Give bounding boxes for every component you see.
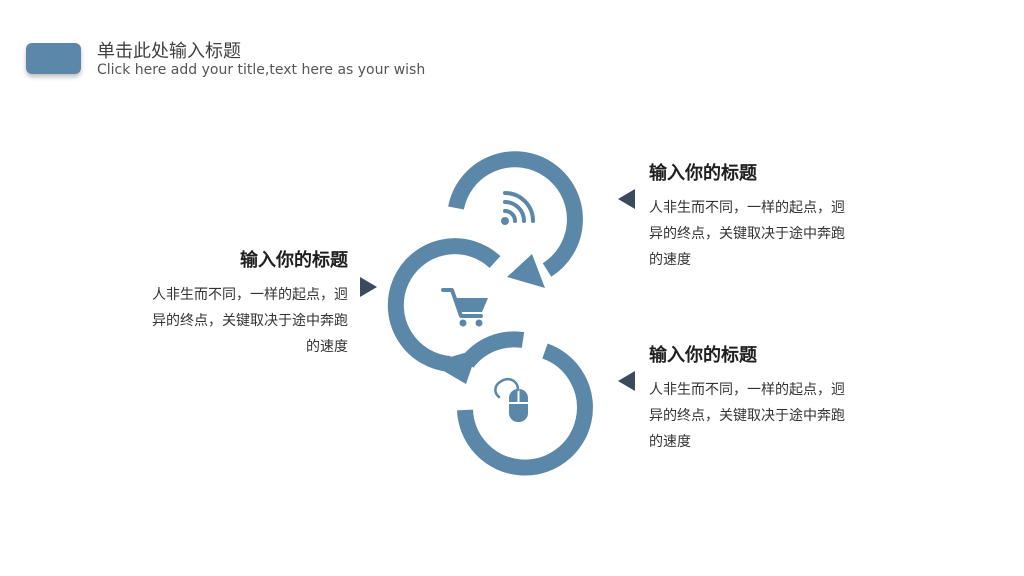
page-subtitle[interactable]: Click here add your title,text here as y… bbox=[97, 62, 426, 78]
block-line: 的速度 bbox=[649, 252, 691, 268]
block-line: 异的终点，关键取决于途中奔跑 bbox=[649, 226, 845, 242]
text-block-right-bottom: 输入你的标题 人非生而不同，一样的起点，迥 异的终点，关键取决于途中奔跑 的速度 bbox=[649, 341, 881, 455]
bottom-ring-arc-lower bbox=[457, 343, 593, 476]
block-title[interactable]: 输入你的标题 bbox=[240, 250, 348, 271]
pointer-left-bottom bbox=[618, 371, 635, 391]
text-block-left: 输入你的标题 人非生而不同，一样的起点，迥 异的终点，关键取决于途中奔跑 的速度 bbox=[120, 246, 348, 360]
text-block-right-top: 输入你的标题 人非生而不同，一样的起点，迥 异的终点，关键取决于途中奔跑 的速度 bbox=[649, 159, 881, 273]
top-ring-arc bbox=[448, 151, 583, 277]
block-body[interactable]: 人非生而不同，一样的起点，迥 异的终点，关键取决于途中奔跑 的速度 bbox=[649, 377, 881, 455]
header-badge bbox=[26, 43, 81, 74]
middle-ring-arc bbox=[387, 238, 501, 372]
top-ring-arrowhead bbox=[507, 254, 545, 288]
block-line: 人非生而不同，一样的起点，迥 bbox=[649, 382, 845, 398]
mouse-icon bbox=[494, 378, 528, 422]
block-line: 异的终点，关键取决于途中奔跑 bbox=[649, 408, 845, 424]
pointer-right bbox=[360, 277, 377, 297]
block-line: 的速度 bbox=[649, 434, 691, 450]
block-line: 异的终点，关键取决于途中奔跑 bbox=[152, 313, 348, 329]
wifi-icon bbox=[501, 191, 535, 225]
block-line: 人非生而不同，一样的起点，迥 bbox=[152, 287, 348, 303]
block-body[interactable]: 人非生而不同，一样的起点，迥 异的终点，关键取决于途中奔跑 的速度 bbox=[120, 282, 348, 360]
page-title[interactable]: 单击此处输入标题 bbox=[97, 41, 241, 62]
block-title[interactable]: 输入你的标题 bbox=[649, 163, 757, 184]
block-title[interactable]: 输入你的标题 bbox=[649, 345, 757, 366]
bottom-ring-arc bbox=[460, 331, 525, 369]
pointer-left-top bbox=[618, 189, 635, 209]
block-body[interactable]: 人非生而不同，一样的起点，迥 异的终点，关键取决于途中奔跑 的速度 bbox=[649, 195, 881, 273]
block-line: 人非生而不同，一样的起点，迥 bbox=[649, 200, 845, 216]
shopping-cart-icon bbox=[441, 288, 488, 327]
block-line: 的速度 bbox=[306, 339, 348, 355]
